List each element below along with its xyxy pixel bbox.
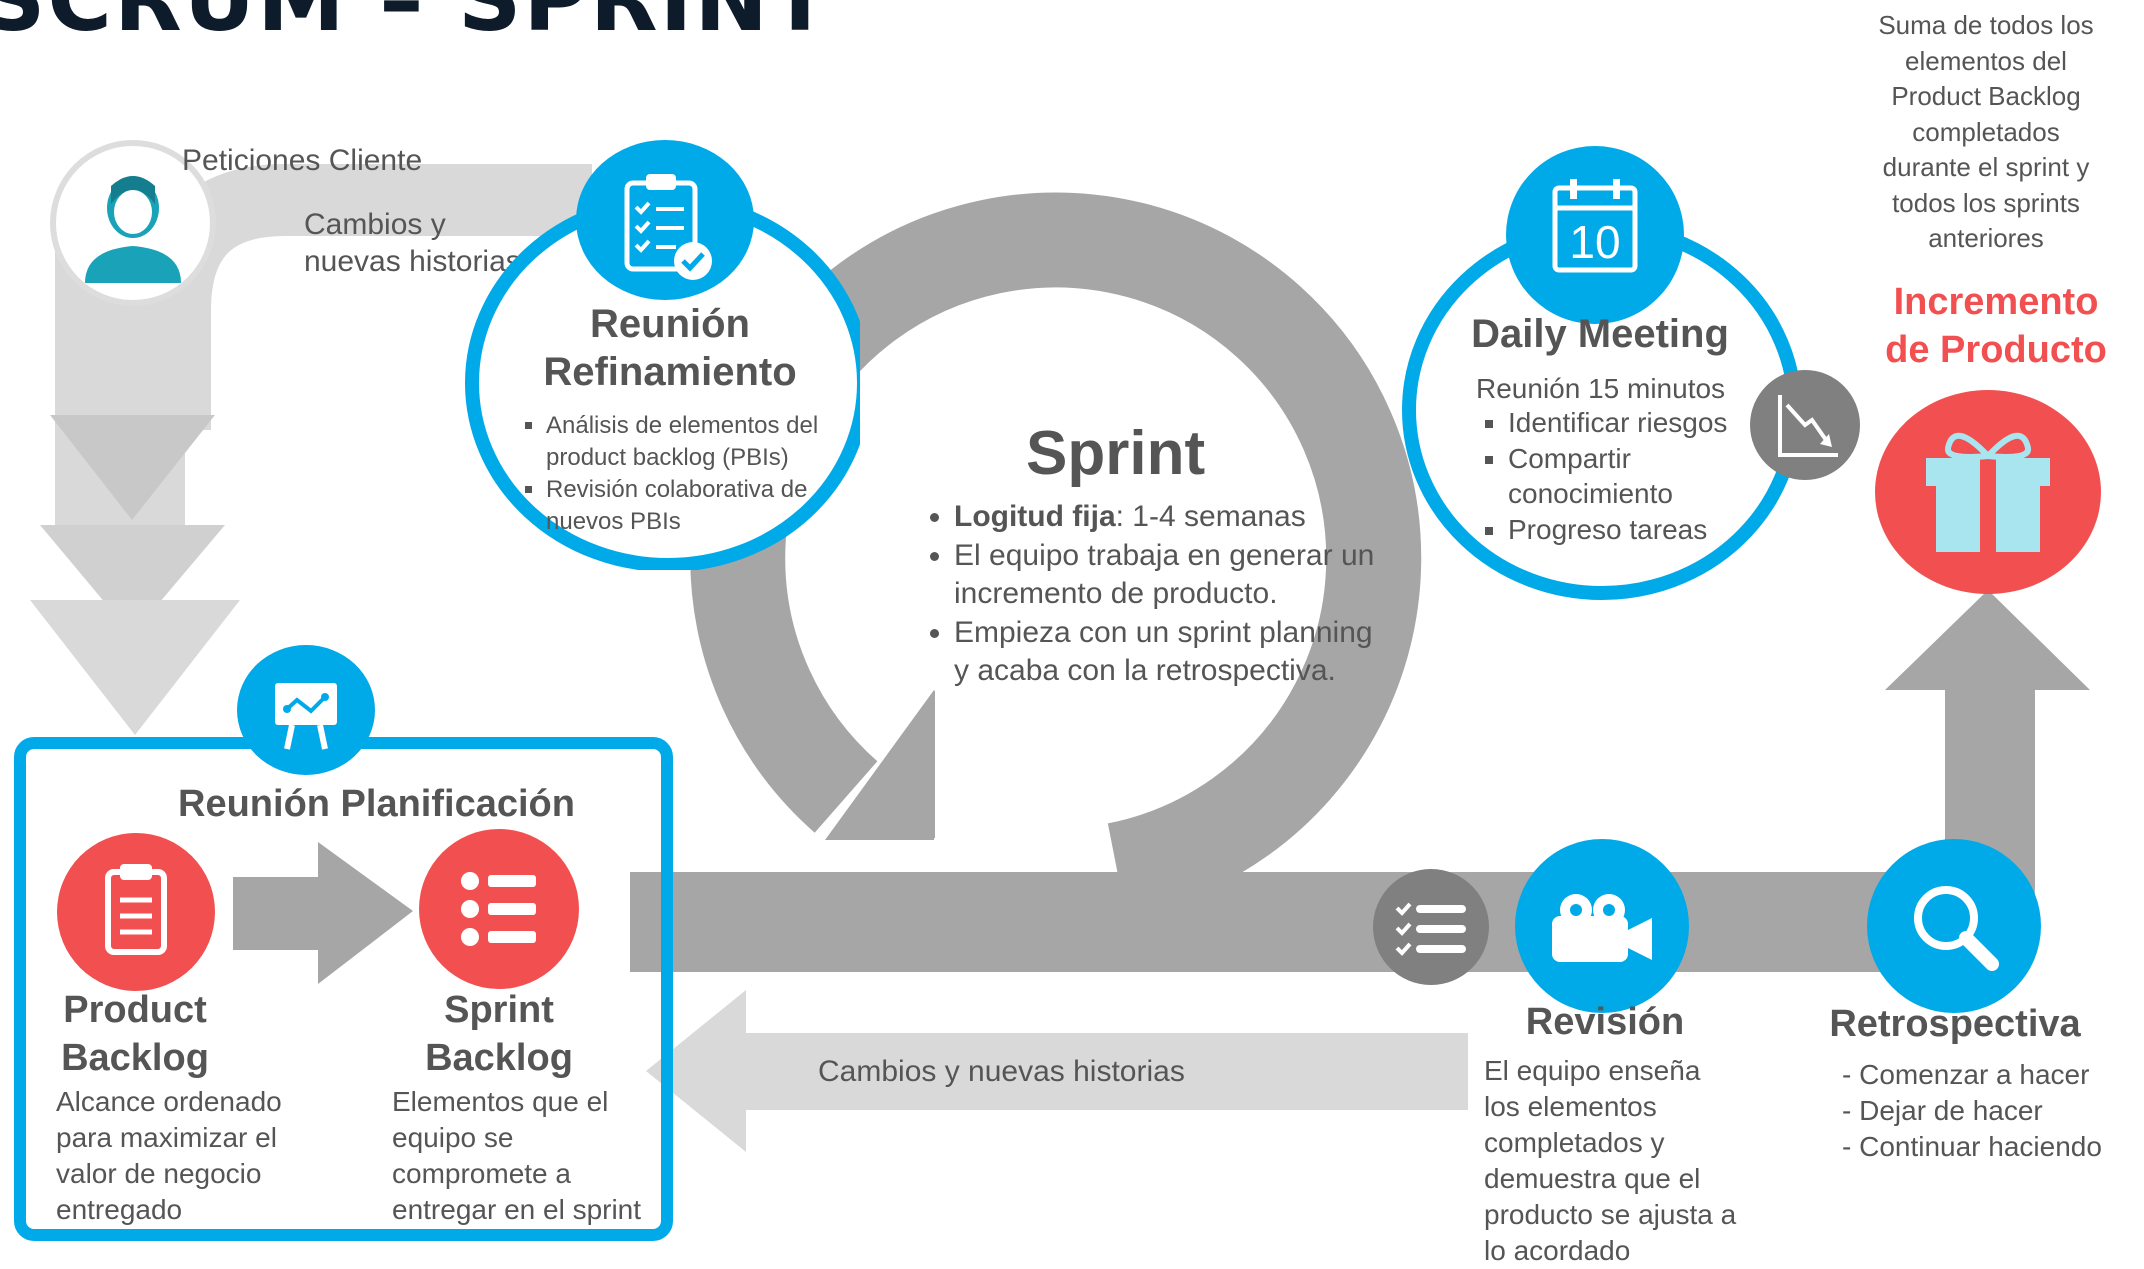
clipboard-icon bbox=[57, 833, 215, 991]
daily-item: Compartir conocimiento bbox=[1508, 441, 1778, 512]
sprint-items: Logitud fija: 1-4 semanas El equipo trab… bbox=[920, 498, 1389, 691]
burndown-chart-icon bbox=[1750, 370, 1860, 480]
retro-title: Retrospectiva bbox=[1829, 1003, 2081, 1045]
video-camera-icon bbox=[1515, 839, 1689, 1013]
presentation-board-icon bbox=[237, 645, 375, 775]
down-arrow-head-1 bbox=[50, 415, 215, 520]
calendar-icon: 10 bbox=[1506, 146, 1684, 324]
client-label: Peticiones Cliente bbox=[182, 144, 423, 177]
clipboard-checklist-icon bbox=[576, 140, 754, 300]
refinement-item: Revisión colaborativa de nuevos PBIs bbox=[546, 474, 886, 538]
planning-arrow bbox=[233, 842, 413, 984]
feedback-arrow bbox=[646, 990, 1468, 1152]
daily-subtitle: Reunión 15 minutos bbox=[1476, 373, 1726, 404]
sprint-item: Logitud fija: 1-4 semanas bbox=[954, 498, 1389, 537]
review-title: Revisión bbox=[1525, 1001, 1685, 1043]
gift-icon bbox=[1875, 390, 2101, 594]
down-arrow-head-2 bbox=[40, 525, 225, 635]
daily-item: Identificar riesgos bbox=[1508, 405, 1778, 441]
down-arrow-head-3 bbox=[30, 600, 240, 735]
refinement-item: Análisis de elementos del product backlo… bbox=[546, 410, 886, 474]
retro-item: - Dejar de hacer bbox=[1842, 1095, 2043, 1126]
refinement-title: Reunión Refinamiento bbox=[543, 302, 797, 394]
retro-item: - Continuar haciendo bbox=[1842, 1131, 2102, 1162]
planning-title: Reunión Planificación bbox=[178, 783, 575, 825]
client-changes-label: Cambios y nuevas historias bbox=[304, 208, 521, 278]
daily-item: Progreso tareas bbox=[1508, 512, 1778, 548]
list-icon bbox=[419, 829, 579, 989]
calendar-day: 10 bbox=[1569, 216, 1620, 268]
product-backlog-title: Product Backlog bbox=[61, 989, 209, 1079]
sprint-title: Sprint bbox=[1026, 419, 1206, 488]
sprint-item: El equipo trabaja en generar un incremen… bbox=[954, 537, 1389, 614]
product-backlog-description: Alcance ordenado para maximizar el valor… bbox=[56, 1086, 282, 1225]
retro-items: - Comenzar a hacer - Dejar de hacer - Co… bbox=[1842, 1057, 2102, 1165]
retro-item: - Comenzar a hacer bbox=[1842, 1059, 2090, 1090]
process-band bbox=[630, 872, 1980, 972]
sprint-backlog-description: Elementos que el equipo se compromete a … bbox=[392, 1086, 642, 1225]
increment-title: Incremento de Producto bbox=[1885, 281, 2107, 371]
sprint-loop-arrowhead-tip bbox=[825, 690, 934, 840]
refinement-items: Análisis de elementos del product backlo… bbox=[520, 410, 886, 538]
daily-items: Identificar riesgos Compartir conocimien… bbox=[1482, 405, 1778, 547]
user-icon bbox=[50, 140, 216, 306]
review-description: El equipo enseña los elementos completad… bbox=[1484, 1055, 1737, 1266]
sprint-item: Empieza con un sprint planning y acaba c… bbox=[954, 614, 1389, 691]
feedback-label: Cambios y nuevas historias bbox=[818, 1055, 1185, 1088]
checklist-icon bbox=[1373, 869, 1489, 985]
daily-title: Daily Meeting bbox=[1471, 312, 1729, 356]
sprint-backlog-title: Sprint Backlog bbox=[425, 989, 573, 1079]
magnifier-icon bbox=[1867, 839, 2041, 1013]
refinement-circle bbox=[465, 208, 860, 570]
page-title: SCRUM – SPRINT bbox=[0, 0, 832, 51]
increment-description: Suma de todos los elementos del Product … bbox=[1878, 10, 2094, 253]
increment-arrowhead bbox=[1885, 590, 2090, 690]
